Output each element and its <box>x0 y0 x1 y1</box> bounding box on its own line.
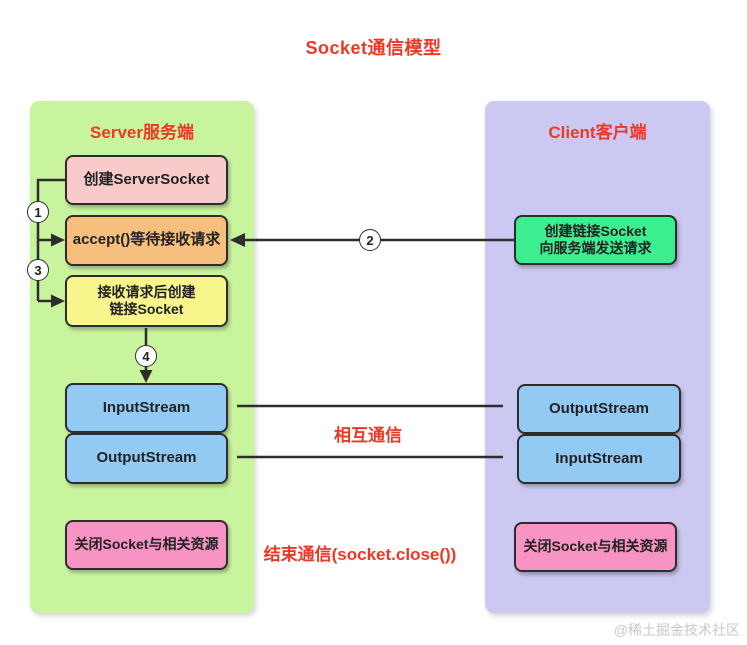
end-communication-label: 结束通信(socket.close()) <box>263 545 457 564</box>
client-inputstream-box: InputStream <box>517 434 681 484</box>
client-panel-title: Client客户端 <box>548 123 647 142</box>
client-create-socket-line2: 向服务端发送请求 <box>539 240 652 256</box>
server-inputstream-box: InputStream <box>65 383 228 433</box>
client-outputstream-box: OutputStream <box>517 384 681 434</box>
step-marker-2: 2 <box>359 229 381 251</box>
server-panel-title: Server服务端 <box>90 123 194 142</box>
server-create-link-line1: 接收请求后创建 <box>97 283 196 300</box>
server-create-link-socket-box: 接收请求后创建 链接Socket <box>65 275 228 327</box>
client-create-socket-box: 创建链接Socket 向服务端发送请求 <box>514 215 677 265</box>
server-create-serversocket-box: 创建ServerSocket <box>65 155 228 205</box>
server-accept-box: accept()等待接收请求 <box>65 215 228 266</box>
server-close-socket-box: 关闭Socket与相关资源 <box>65 520 228 570</box>
mutual-communication-label: 相互通信 <box>334 426 402 445</box>
watermark: @稀土掘金技术社区 <box>613 622 740 638</box>
client-create-socket-line1: 创建链接Socket <box>544 222 647 239</box>
server-create-link-line2: 链接Socket <box>109 301 184 317</box>
diagram-title: Socket通信模型 <box>305 38 442 58</box>
step-marker-3: 3 <box>27 259 49 281</box>
server-outputstream-box: OutputStream <box>65 433 228 484</box>
step-marker-1: 1 <box>27 201 49 223</box>
client-close-socket-box: 关闭Socket与相关资源 <box>514 522 677 572</box>
step-marker-4: 4 <box>135 345 157 367</box>
